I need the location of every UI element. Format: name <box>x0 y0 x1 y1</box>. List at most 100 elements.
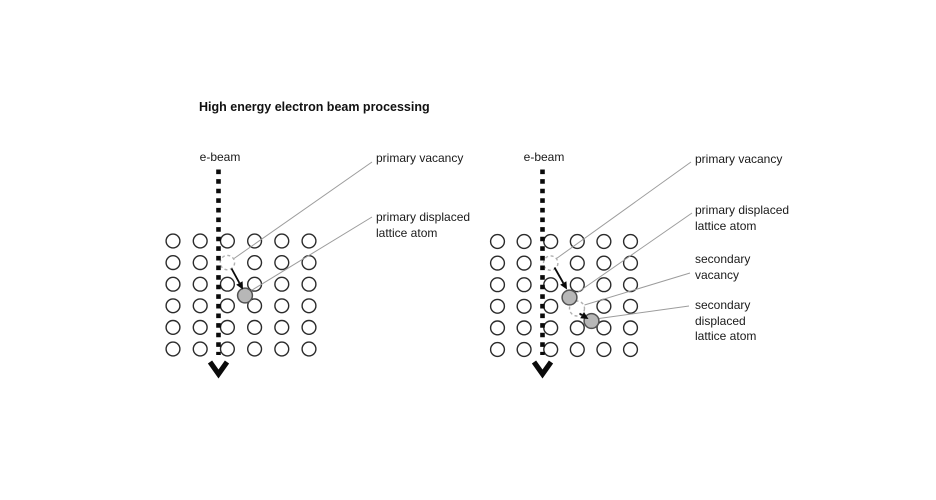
ebeam-label-right: e-beam <box>523 150 565 164</box>
label-line: primary displaced <box>376 210 471 224</box>
label-primary-displaced-right: primary displaced lattice atom <box>695 203 789 234</box>
lattice-atom <box>622 341 639 358</box>
lattice-atom <box>219 276 236 292</box>
leader-line <box>556 161 692 259</box>
label-secondary-displaced-right: secondary displaced lattice atom <box>695 298 756 345</box>
impact-arrow-shaft <box>230 268 241 284</box>
lattice-atom <box>489 320 506 336</box>
lattice-atom <box>274 298 290 314</box>
label-primary-vacancy-right: primary vacancy <box>695 152 782 168</box>
lattice-atom <box>192 255 208 271</box>
lattice-atom <box>247 298 263 314</box>
label-line: lattice atom <box>695 329 757 343</box>
lattice-atom <box>516 298 532 314</box>
lattice-atom <box>622 320 639 336</box>
lattice-atom <box>569 341 585 358</box>
leader-line <box>250 216 373 292</box>
e-beam-arrowhead-icon <box>207 360 230 379</box>
leader-line <box>577 212 693 293</box>
displaced-atom <box>561 289 578 306</box>
lattice-atom <box>596 255 612 271</box>
label-line: lattice atom <box>376 225 438 240</box>
lattice-atom <box>596 298 612 314</box>
lattice-atom <box>165 319 181 336</box>
lattice-atom <box>274 255 290 271</box>
lattice-atom <box>219 319 236 336</box>
impact-arrow-shaft <box>579 312 583 316</box>
label-line: secondary <box>695 252 751 266</box>
panel-primary-damage <box>165 161 373 379</box>
label-line: secondary <box>695 298 751 312</box>
label-primary-vacancy-left: primary vacancy <box>376 151 463 167</box>
lattice-atom <box>543 277 559 293</box>
lattice-atom <box>247 341 263 357</box>
impact-arrow-head-icon <box>580 312 589 319</box>
displaced-atom <box>236 287 254 304</box>
lattice-atom <box>165 276 181 292</box>
lattice-atom <box>569 277 585 293</box>
lattice-atom <box>622 277 639 293</box>
lattice-atom <box>622 233 639 250</box>
lattice-atom <box>596 320 612 336</box>
lattice-atom <box>274 276 290 292</box>
label-primary-displaced-left: primary displaced lattice atom <box>376 210 470 241</box>
lattice-atom <box>516 320 532 336</box>
lattice-atom <box>192 298 208 314</box>
lattice-atom <box>219 298 236 314</box>
lattice-atom <box>165 233 181 249</box>
lattice-atom <box>622 255 639 271</box>
impact-arrow-shaft <box>553 267 565 284</box>
lattice-atom <box>219 233 236 249</box>
lattice-atom <box>301 341 317 357</box>
lattice-atom <box>274 319 290 336</box>
leader-line <box>233 161 373 259</box>
lattice-atom <box>543 233 559 250</box>
lattice-atom <box>165 255 181 271</box>
lattice-atom <box>247 233 263 249</box>
leader-line <box>598 305 690 319</box>
lattice-atom <box>489 277 506 293</box>
lattice-atom <box>516 233 532 250</box>
lattice-atom <box>596 341 612 358</box>
lattice-atom <box>569 233 585 250</box>
lattice-atom <box>516 255 532 271</box>
impact-arrow-head-icon <box>236 281 243 290</box>
e-beam-arrowhead-icon <box>531 360 554 379</box>
lattice-atom <box>301 298 317 314</box>
leader-line <box>584 272 691 306</box>
lattice-atom <box>543 341 559 358</box>
lattice-atom <box>165 341 181 357</box>
lattice-atom <box>596 277 612 293</box>
label-line: primary vacancy <box>376 151 464 165</box>
lattice-atom <box>165 298 181 314</box>
lattice-atom <box>219 341 236 357</box>
lattice-atom <box>301 233 317 249</box>
lattice-atom <box>489 341 506 358</box>
lattice-atom <box>301 276 317 292</box>
displaced-atom <box>583 312 600 330</box>
lattice-atom <box>569 255 585 271</box>
lattice-atom <box>489 233 506 250</box>
lattice-atom <box>192 319 208 336</box>
lattice-atom <box>192 233 208 249</box>
lattice-atom <box>489 255 506 271</box>
label-line: lattice atom <box>695 218 757 233</box>
lattice-atom <box>489 298 506 314</box>
label-secondary-vacancy-right: secondary vacancy <box>695 252 750 283</box>
lattice-atom <box>247 319 263 336</box>
lattice-atom <box>596 233 612 250</box>
lattice-atom <box>516 341 532 358</box>
vacancy-circle <box>542 255 559 272</box>
lattice-atom <box>247 255 263 271</box>
ebeam-label-left: e-beam <box>199 150 241 164</box>
vacancy-circle <box>219 254 236 271</box>
vacancy-circle <box>568 300 586 317</box>
label-line: vacancy <box>695 267 740 282</box>
lattice-atom <box>274 233 290 249</box>
label-line: displaced <box>695 313 746 328</box>
lattice-atom <box>192 341 208 357</box>
lattice-atom <box>569 320 585 336</box>
lattice-atom <box>516 277 532 293</box>
